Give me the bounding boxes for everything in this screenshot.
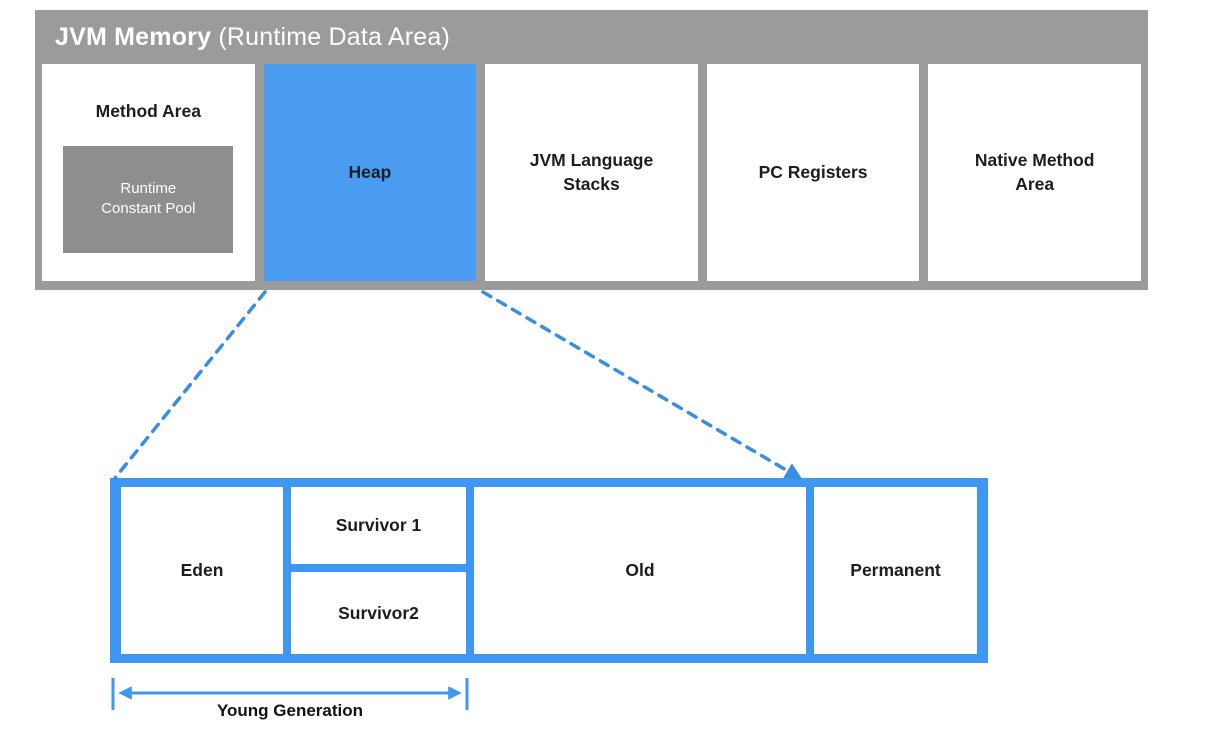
old-cell: Old bbox=[474, 487, 806, 654]
native-method-area-label: Native Method Area bbox=[974, 149, 1095, 194]
native-method-area-box: Native Method Area bbox=[928, 64, 1141, 281]
jvm-memory-container: JVM Memory (Runtime Data Area) Method Ar… bbox=[35, 10, 1148, 290]
method-area-box: Method Area Runtime Constant Pool bbox=[42, 64, 255, 281]
young-generation-label: Young Generation bbox=[216, 701, 364, 720]
jvm-memory-title-bold: JVM Memory bbox=[55, 22, 212, 51]
eden-cell: Eden bbox=[121, 487, 283, 654]
jvm-language-stacks-box: JVM Language Stacks bbox=[485, 64, 698, 281]
heap-zoom-line-left bbox=[113, 290, 267, 480]
permanent-cell: Permanent bbox=[814, 487, 977, 654]
survivor1-cell: Survivor 1 bbox=[291, 487, 466, 564]
survivor2-cell: Survivor2 bbox=[291, 572, 466, 654]
heap-detail-box: Eden Survivor 1 Survivor2 Old Permanent bbox=[110, 478, 988, 663]
jvm-memory-title-rest: (Runtime Data Area) bbox=[211, 22, 451, 51]
jvm-memory-title: JVM Memory (Runtime Data Area) bbox=[42, 10, 1141, 64]
method-area-label: Method Area bbox=[95, 101, 201, 121]
heap-label: Heap bbox=[348, 161, 392, 182]
survivor2-label: Survivor2 bbox=[338, 602, 419, 623]
runtime-constant-pool-label: Runtime Constant Pool bbox=[101, 179, 196, 218]
survivor1-label: Survivor 1 bbox=[335, 515, 422, 535]
heap-box: Heap bbox=[263, 64, 477, 281]
permanent-label: Permanent bbox=[850, 560, 941, 580]
old-label: Old bbox=[625, 560, 655, 580]
pc-registers-label: PC Registers bbox=[758, 161, 868, 182]
runtime-data-area-row: Method Area Runtime Constant Pool Heap J… bbox=[42, 64, 1141, 281]
runtime-constant-pool-box: Runtime Constant Pool bbox=[63, 145, 234, 253]
heap-zoom-line-right bbox=[481, 290, 803, 480]
jvm-language-stacks-label: JVM Language Stacks bbox=[529, 149, 654, 194]
eden-label: Eden bbox=[180, 560, 224, 580]
pc-registers-box: PC Registers bbox=[706, 64, 920, 281]
